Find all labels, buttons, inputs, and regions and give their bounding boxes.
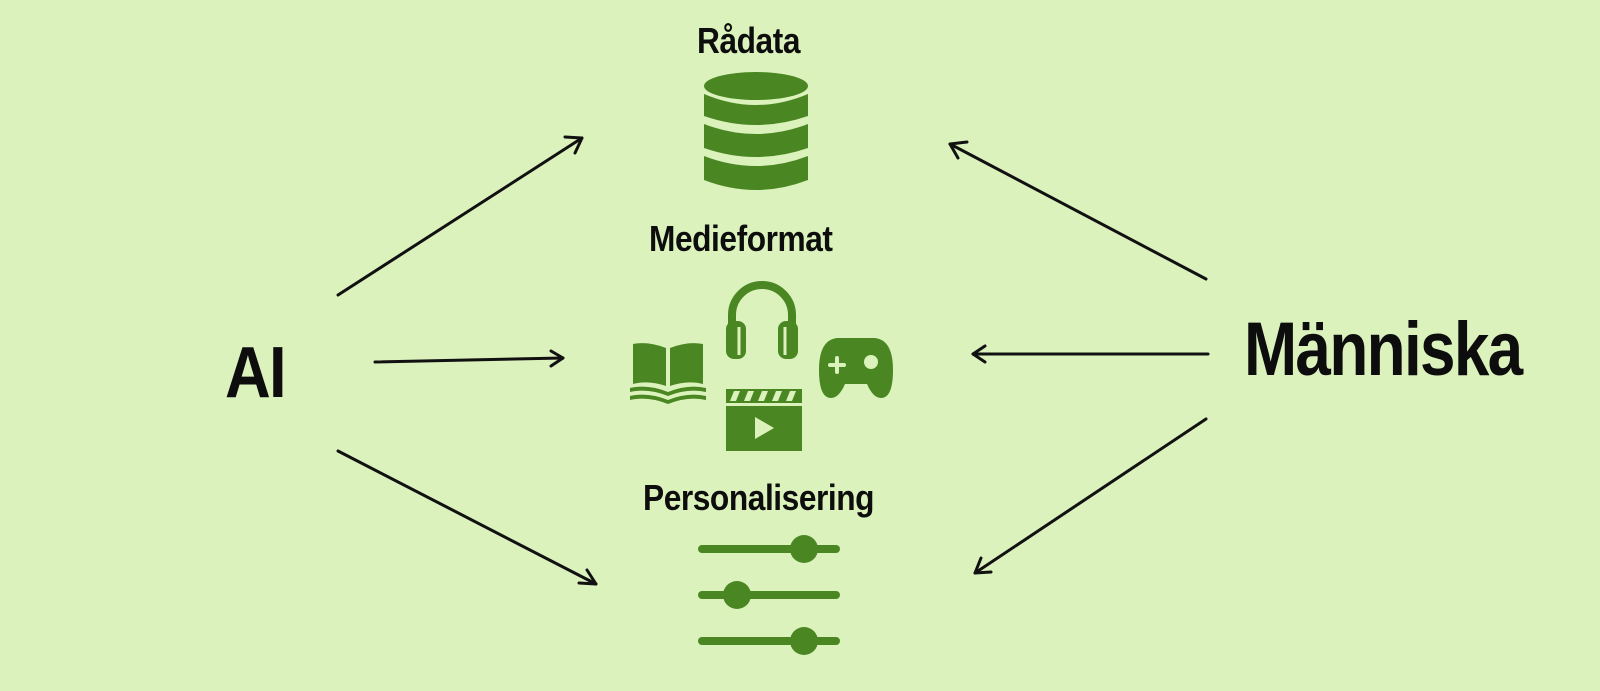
arrow-human-to-media-formats [971,344,1210,364]
raw-data-label: Rådata [697,20,801,61]
gamepad-icon [819,338,893,398]
personalization-label: Personalisering [643,477,875,518]
arrow-ai-to-media-formats [373,349,565,368]
arrow-ai-to-personalization [336,449,598,586]
book-icon [630,343,706,404]
database-icon [704,72,808,190]
arrow-human-to-raw-data [948,140,1208,281]
media-formats-label: Medieformat [649,218,833,259]
sliders-icon [698,535,840,655]
ai-label: AI [225,333,287,413]
video-clapper-icon [726,389,802,451]
arrow-ai-to-raw-data [336,135,584,297]
headphones-icon [726,281,798,359]
arrow-human-to-personalization [973,417,1208,575]
human-label: Människa [1244,307,1523,392]
